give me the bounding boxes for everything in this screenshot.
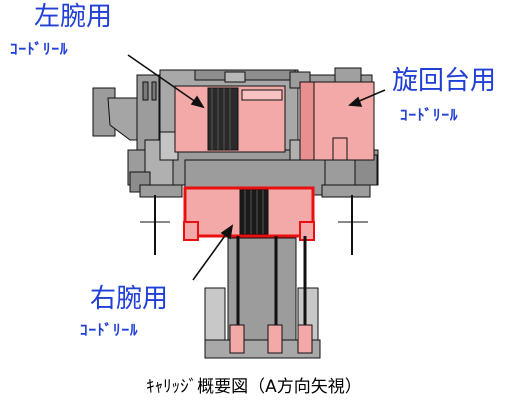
left-arm-arrow [127, 54, 204, 108]
leader-arrows [127, 54, 386, 281]
swivel-base-title: 旋回台用 [392, 66, 497, 96]
left-arm-subtitle: ｺｰﾄﾞﾘｰﾙ [10, 40, 69, 58]
swivel-base-cord-reel [299, 81, 375, 161]
swivel-base-subtitle: ｺｰﾄﾞﾘｰﾙ [400, 106, 459, 124]
cables [236, 236, 307, 330]
left-arm-title: 左腕用 [34, 2, 113, 32]
left-arm-cord-reel [174, 85, 286, 153]
right-arm-title: 右腕用 [90, 284, 169, 314]
diagram-caption: ｷｬﾘｯｼﾞ概要図（A方向矢視） [146, 377, 362, 397]
right-arm-cord-reel [183, 186, 315, 241]
bottom-base [204, 324, 321, 359]
right-arm-subtitle: ｺｰﾄﾞﾘｰﾙ [80, 321, 139, 339]
